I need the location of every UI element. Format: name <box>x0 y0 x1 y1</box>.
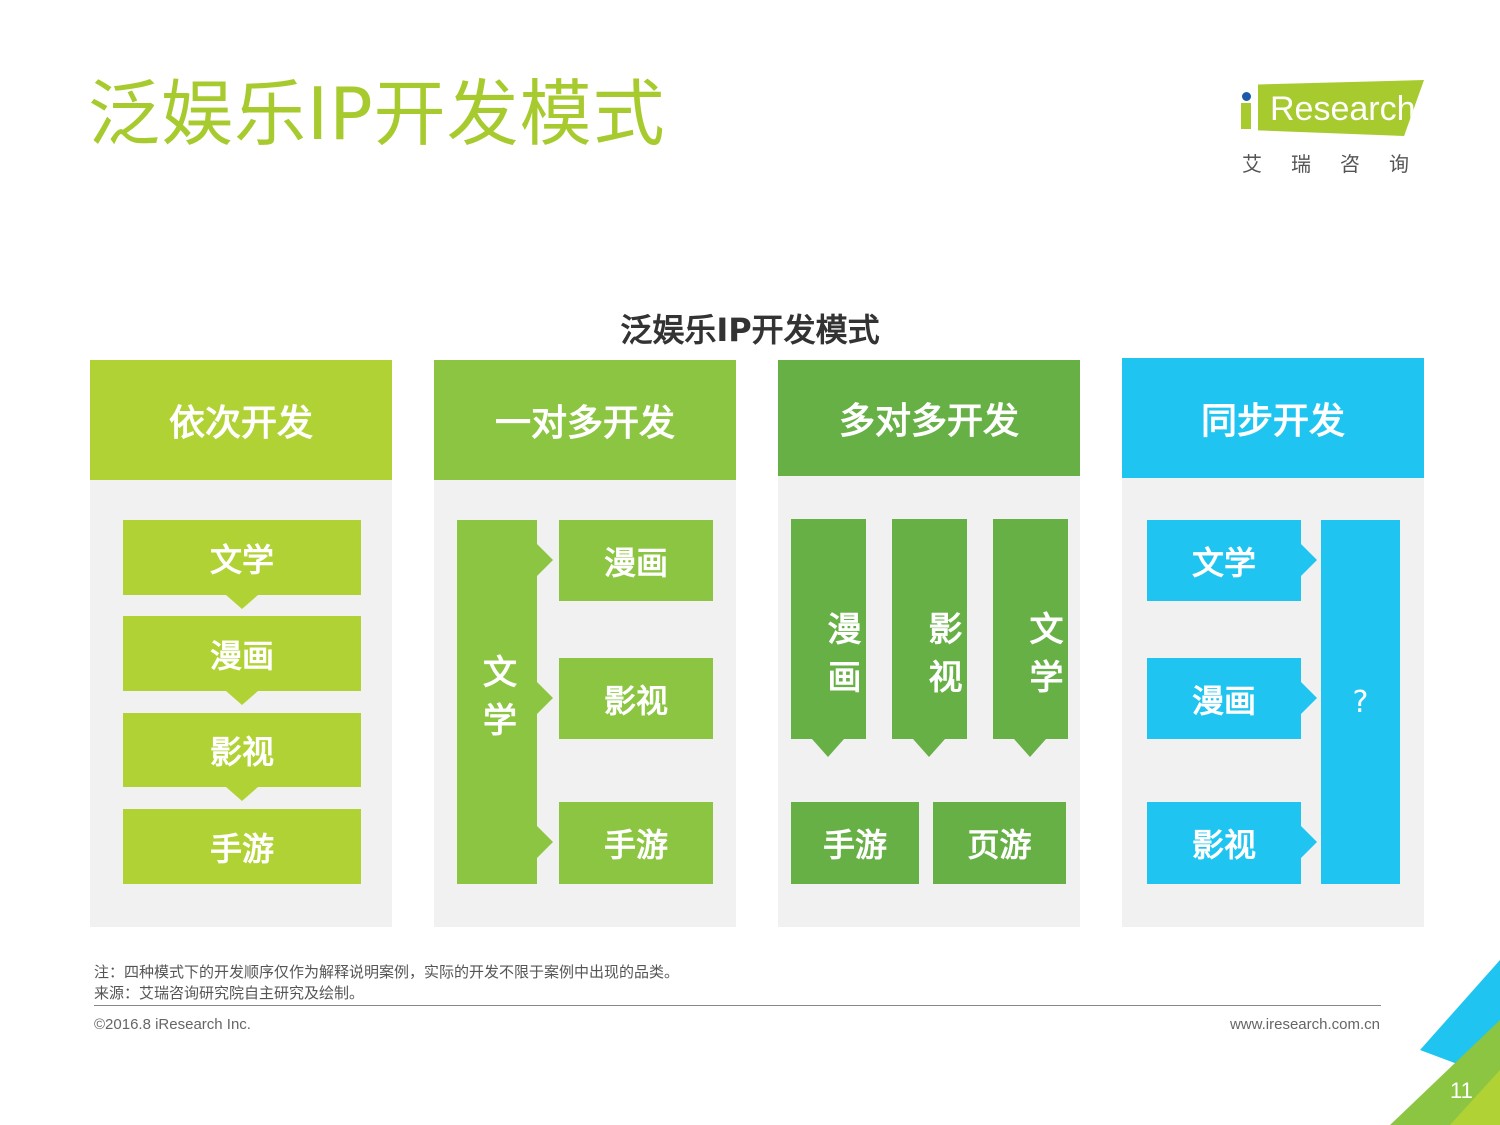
otm-target-comics: 漫画 <box>559 520 713 601</box>
source-note: 来源：艾瑞咨询研究院自主研究及绘制。 <box>94 984 365 1002</box>
column-simultaneous-header: 同步开发 <box>1122 358 1424 478</box>
logo-i-letter <box>1241 103 1251 129</box>
seq-item-comics: 漫画 <box>123 616 361 691</box>
seq-item-film: 影视 <box>123 713 361 787</box>
sync-arrow-3 <box>1301 826 1317 858</box>
mtm-source-film-label: 影视 <box>922 611 962 707</box>
corner-green-triangle <box>1390 1020 1500 1125</box>
mtm-source-literature-label: 文学 <box>1023 611 1063 707</box>
sync-source-film: 影视 <box>1147 802 1301 884</box>
otm-arrow-3 <box>537 826 553 858</box>
sync-target-unknown: ? <box>1321 520 1400 884</box>
otm-target-mobile-game: 手游 <box>559 802 713 884</box>
seq-item-mobile-game: 手游 <box>123 809 361 884</box>
column-sequential-header: 依次开发 <box>90 360 392 480</box>
seq-arrow-3 <box>226 787 258 801</box>
logo-subtitle: 艾瑞咨询 <box>1242 152 1438 176</box>
mtm-source-comics-label: 漫画 <box>821 611 861 707</box>
mtm-source-literature: 文学 <box>993 519 1068 739</box>
sync-source-comics: 漫画 <box>1147 658 1301 739</box>
column-many-to-many-header: 多对多开发 <box>778 360 1080 476</box>
mtm-target-mobile-game: 手游 <box>791 802 919 884</box>
footer-divider <box>94 1005 1381 1006</box>
logo-banner: Research <box>1258 80 1424 136</box>
otm-arrow-2 <box>537 682 553 714</box>
seq-item-literature: 文学 <box>123 520 361 595</box>
sync-arrow-1 <box>1301 544 1317 576</box>
page-number: 11 <box>1450 1078 1473 1103</box>
footnote: 注：四种模式下的开发顺序仅作为解释说明案例，实际的开发不限于案例中出现的品类。 <box>94 963 680 981</box>
sync-source-literature: 文学 <box>1147 520 1301 601</box>
sync-arrow-2 <box>1301 682 1317 714</box>
diagram-title: 泛娱乐IP开发模式 <box>620 311 880 349</box>
otm-target-film: 影视 <box>559 658 713 739</box>
page-title: 泛娱乐IP开发模式 <box>88 72 666 156</box>
mtm-arrow-1 <box>812 739 844 757</box>
mtm-source-film: 影视 <box>892 519 967 739</box>
mtm-arrow-3 <box>1014 739 1046 757</box>
corner-decoration <box>1390 960 1500 1125</box>
mtm-arrow-2 <box>913 739 945 757</box>
logo-brand-text: Research <box>1270 90 1416 128</box>
copyright: ©2016.8 iResearch Inc. <box>94 1016 251 1033</box>
otm-source-literature: 文学 <box>457 520 537 884</box>
seq-arrow-2 <box>226 691 258 705</box>
column-one-to-many-header: 一对多开发 <box>434 360 736 480</box>
website-url: www.iresearch.com.cn <box>1229 1016 1380 1033</box>
otm-arrow-1 <box>537 544 553 576</box>
mtm-target-web-game: 页游 <box>933 802 1066 884</box>
logo-dot-icon <box>1242 92 1251 101</box>
iresearch-logo: Research 艾瑞咨询 <box>1238 78 1428 178</box>
corner-lime-triangle <box>1450 1070 1500 1125</box>
seq-arrow-1 <box>226 595 258 609</box>
mtm-source-comics: 漫画 <box>791 519 866 739</box>
